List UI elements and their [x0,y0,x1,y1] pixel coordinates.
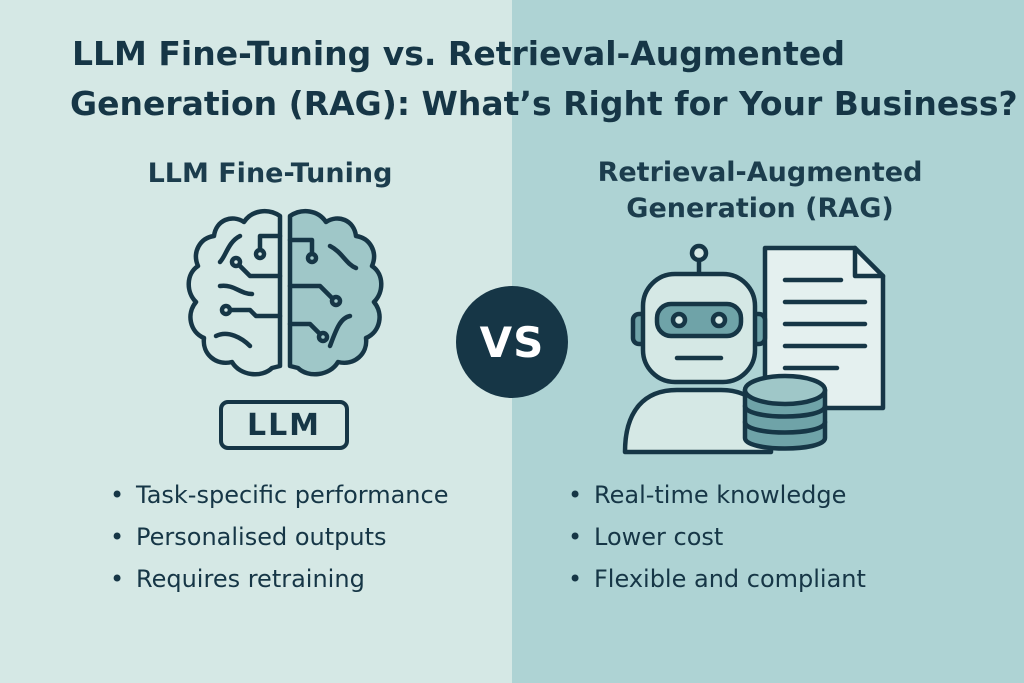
rag-heading-line-1: Retrieval-Augmented [597,157,923,188]
fine-tuning-heading: LLM Fine-Tuning [147,158,393,189]
title-line-2: Generation (RAG): What’s Right for Your … [70,84,1018,123]
rag-bullet-list: Real-time knowledge Lower cost Flexible … [566,474,866,600]
list-item: Lower cost [566,516,866,558]
document-icon [762,245,886,411]
list-item: Personalised outputs [108,516,448,558]
list-item: Requires retraining [108,558,448,600]
rag-heading: Retrieval-Augmented Generation (RAG) [560,155,960,227]
brain-circuit-icon [186,208,384,377]
list-item: Real-time knowledge [566,474,866,516]
database-icon [742,373,828,451]
list-item: Task-specific performance [108,474,448,516]
rag-heading-line-2: Generation (RAG) [626,193,894,224]
rag-illustration [622,243,886,455]
list-item: Flexible and compliant [566,558,866,600]
fine-tuning-bullet-list: Task-specific performance Personalised o… [108,474,448,600]
title-line-1: LLM Fine-Tuning vs. Retrieval-Augmented [72,34,845,73]
vs-badge: VS [456,286,568,398]
llm-badge: LLM [219,400,349,450]
robot-icon [622,243,774,455]
